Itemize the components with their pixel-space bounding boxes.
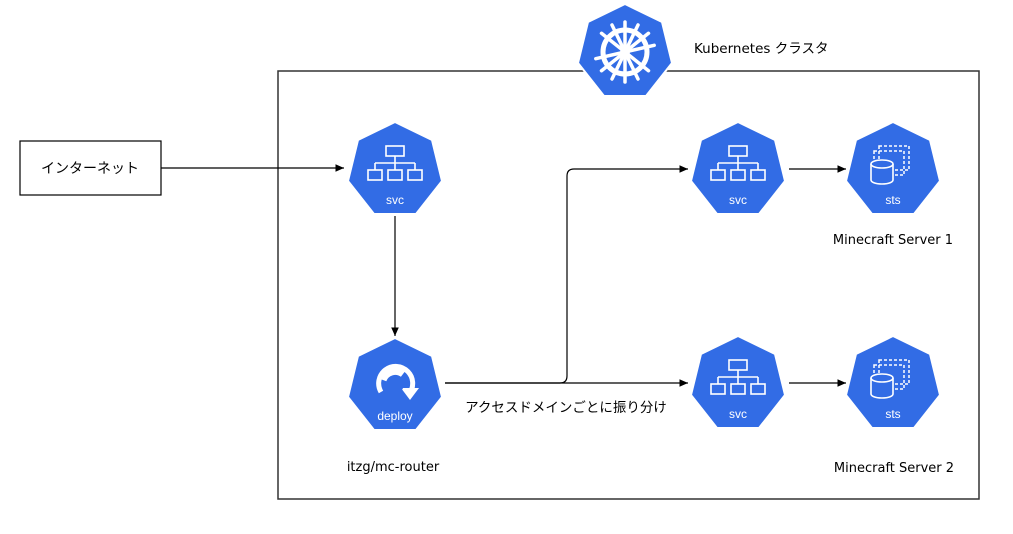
svc-1-node: svc [690,121,786,215]
helm-wheel-icon [577,3,673,97]
sts-2-node: sts [845,335,941,429]
sts-1-node: sts [845,121,941,215]
svc-2-label: svc [729,407,747,421]
svc-2-node: svc [690,335,786,429]
internet-label: インターネット [41,161,139,177]
svc-1-label: svc [729,193,747,207]
deploy-label: deploy [377,409,412,423]
sts-2-caption: Minecraft Server 2 [834,461,954,476]
edge-deploy-to-svc1 [445,165,688,384]
sts-1-caption: Minecraft Server 1 [833,233,953,248]
deploy-node: deploy [347,337,443,431]
svc-main-node: svc [347,121,443,215]
cluster-icon [577,3,673,97]
deploy-caption: itzg/mc-router [347,460,440,475]
cluster-label: Kubernetes クラスタ [694,41,828,57]
sts-1-label: sts [885,193,900,207]
edges [161,164,846,387]
sts-2-label: sts [885,407,900,421]
internet-node: インターネット [19,140,162,196]
svc-main-label: svc [386,193,404,207]
route-label: アクセスドメインごとに振り分け [465,400,667,416]
internet-box [19,140,162,196]
